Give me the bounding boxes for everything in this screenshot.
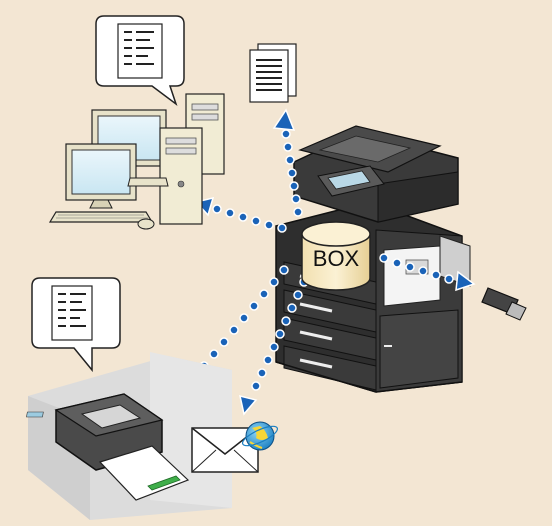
printed-documents-icon: [249, 43, 297, 103]
box-label: BOX: [313, 246, 360, 271]
fax-machine-icon: [26, 277, 232, 520]
globe-icon: [241, 421, 279, 451]
box-storage-icon: BOX: [301, 221, 371, 291]
computer-icon: [48, 15, 225, 230]
usb-memory-icon: [481, 287, 527, 321]
